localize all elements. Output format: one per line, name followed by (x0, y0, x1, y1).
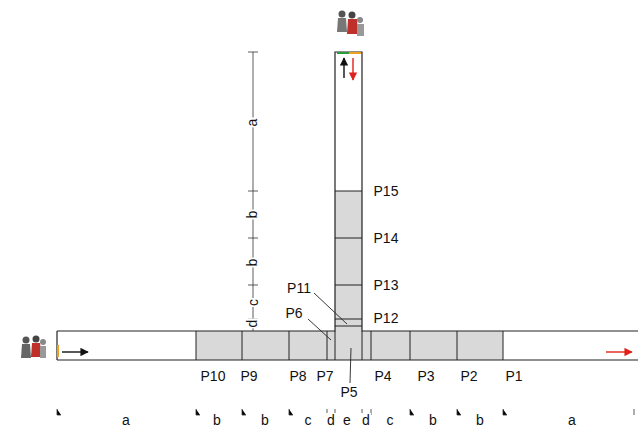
cell-label: P7 (315, 369, 334, 384)
flow-arrow (62, 351, 88, 352)
cell-label: P14 (373, 231, 400, 246)
cell-label: P3 (416, 369, 435, 384)
dimension-label: a (121, 413, 131, 428)
cell-label: P10 (200, 369, 227, 384)
cell-dividers (196, 191, 503, 360)
dimension-label: a (567, 413, 577, 428)
cell-label: P13 (373, 278, 400, 293)
cell-label: P6 (284, 306, 303, 321)
dimension-label: b (245, 209, 260, 219)
dimension-line (248, 52, 258, 331)
dimension-label: d (245, 318, 260, 328)
entrance-mark (57, 345, 59, 357)
cell-label: P2 (459, 369, 478, 384)
dimension-label: e (342, 413, 352, 428)
flow-arrow (352, 58, 353, 80)
dimension-label: b (245, 257, 260, 267)
measurement-cells (196, 191, 503, 360)
cell-label: P1 (504, 369, 523, 384)
dimension-label: b (428, 413, 438, 428)
flow-arrow (343, 58, 344, 78)
pedestrian-icon (21, 336, 46, 359)
cell-label: P4 (373, 369, 392, 384)
entrance-mark (337, 52, 349, 54)
dimension-label: b (260, 413, 270, 428)
dimension-label: b (212, 413, 222, 428)
cell-label: P15 (373, 184, 400, 199)
cell-label: P8 (288, 369, 307, 384)
dimension-label: a (245, 117, 260, 127)
dimension-label: c (304, 413, 313, 428)
leader-line (308, 293, 351, 383)
dimension-label: d (361, 413, 371, 428)
cell-label: P12 (373, 311, 400, 326)
dimension-label: c (246, 298, 261, 307)
cell-label: P9 (239, 369, 258, 384)
corridor-walls (57, 52, 638, 360)
entrance-mark (349, 52, 361, 54)
dimension-label: c (386, 413, 395, 428)
dimension-label: b (475, 413, 485, 428)
cell-label: P5 (339, 385, 358, 400)
cell-label: P11 (286, 281, 312, 296)
dimension-label: d (326, 413, 336, 428)
pedestrian-icon (337, 11, 364, 37)
flow-arrow (606, 351, 632, 352)
